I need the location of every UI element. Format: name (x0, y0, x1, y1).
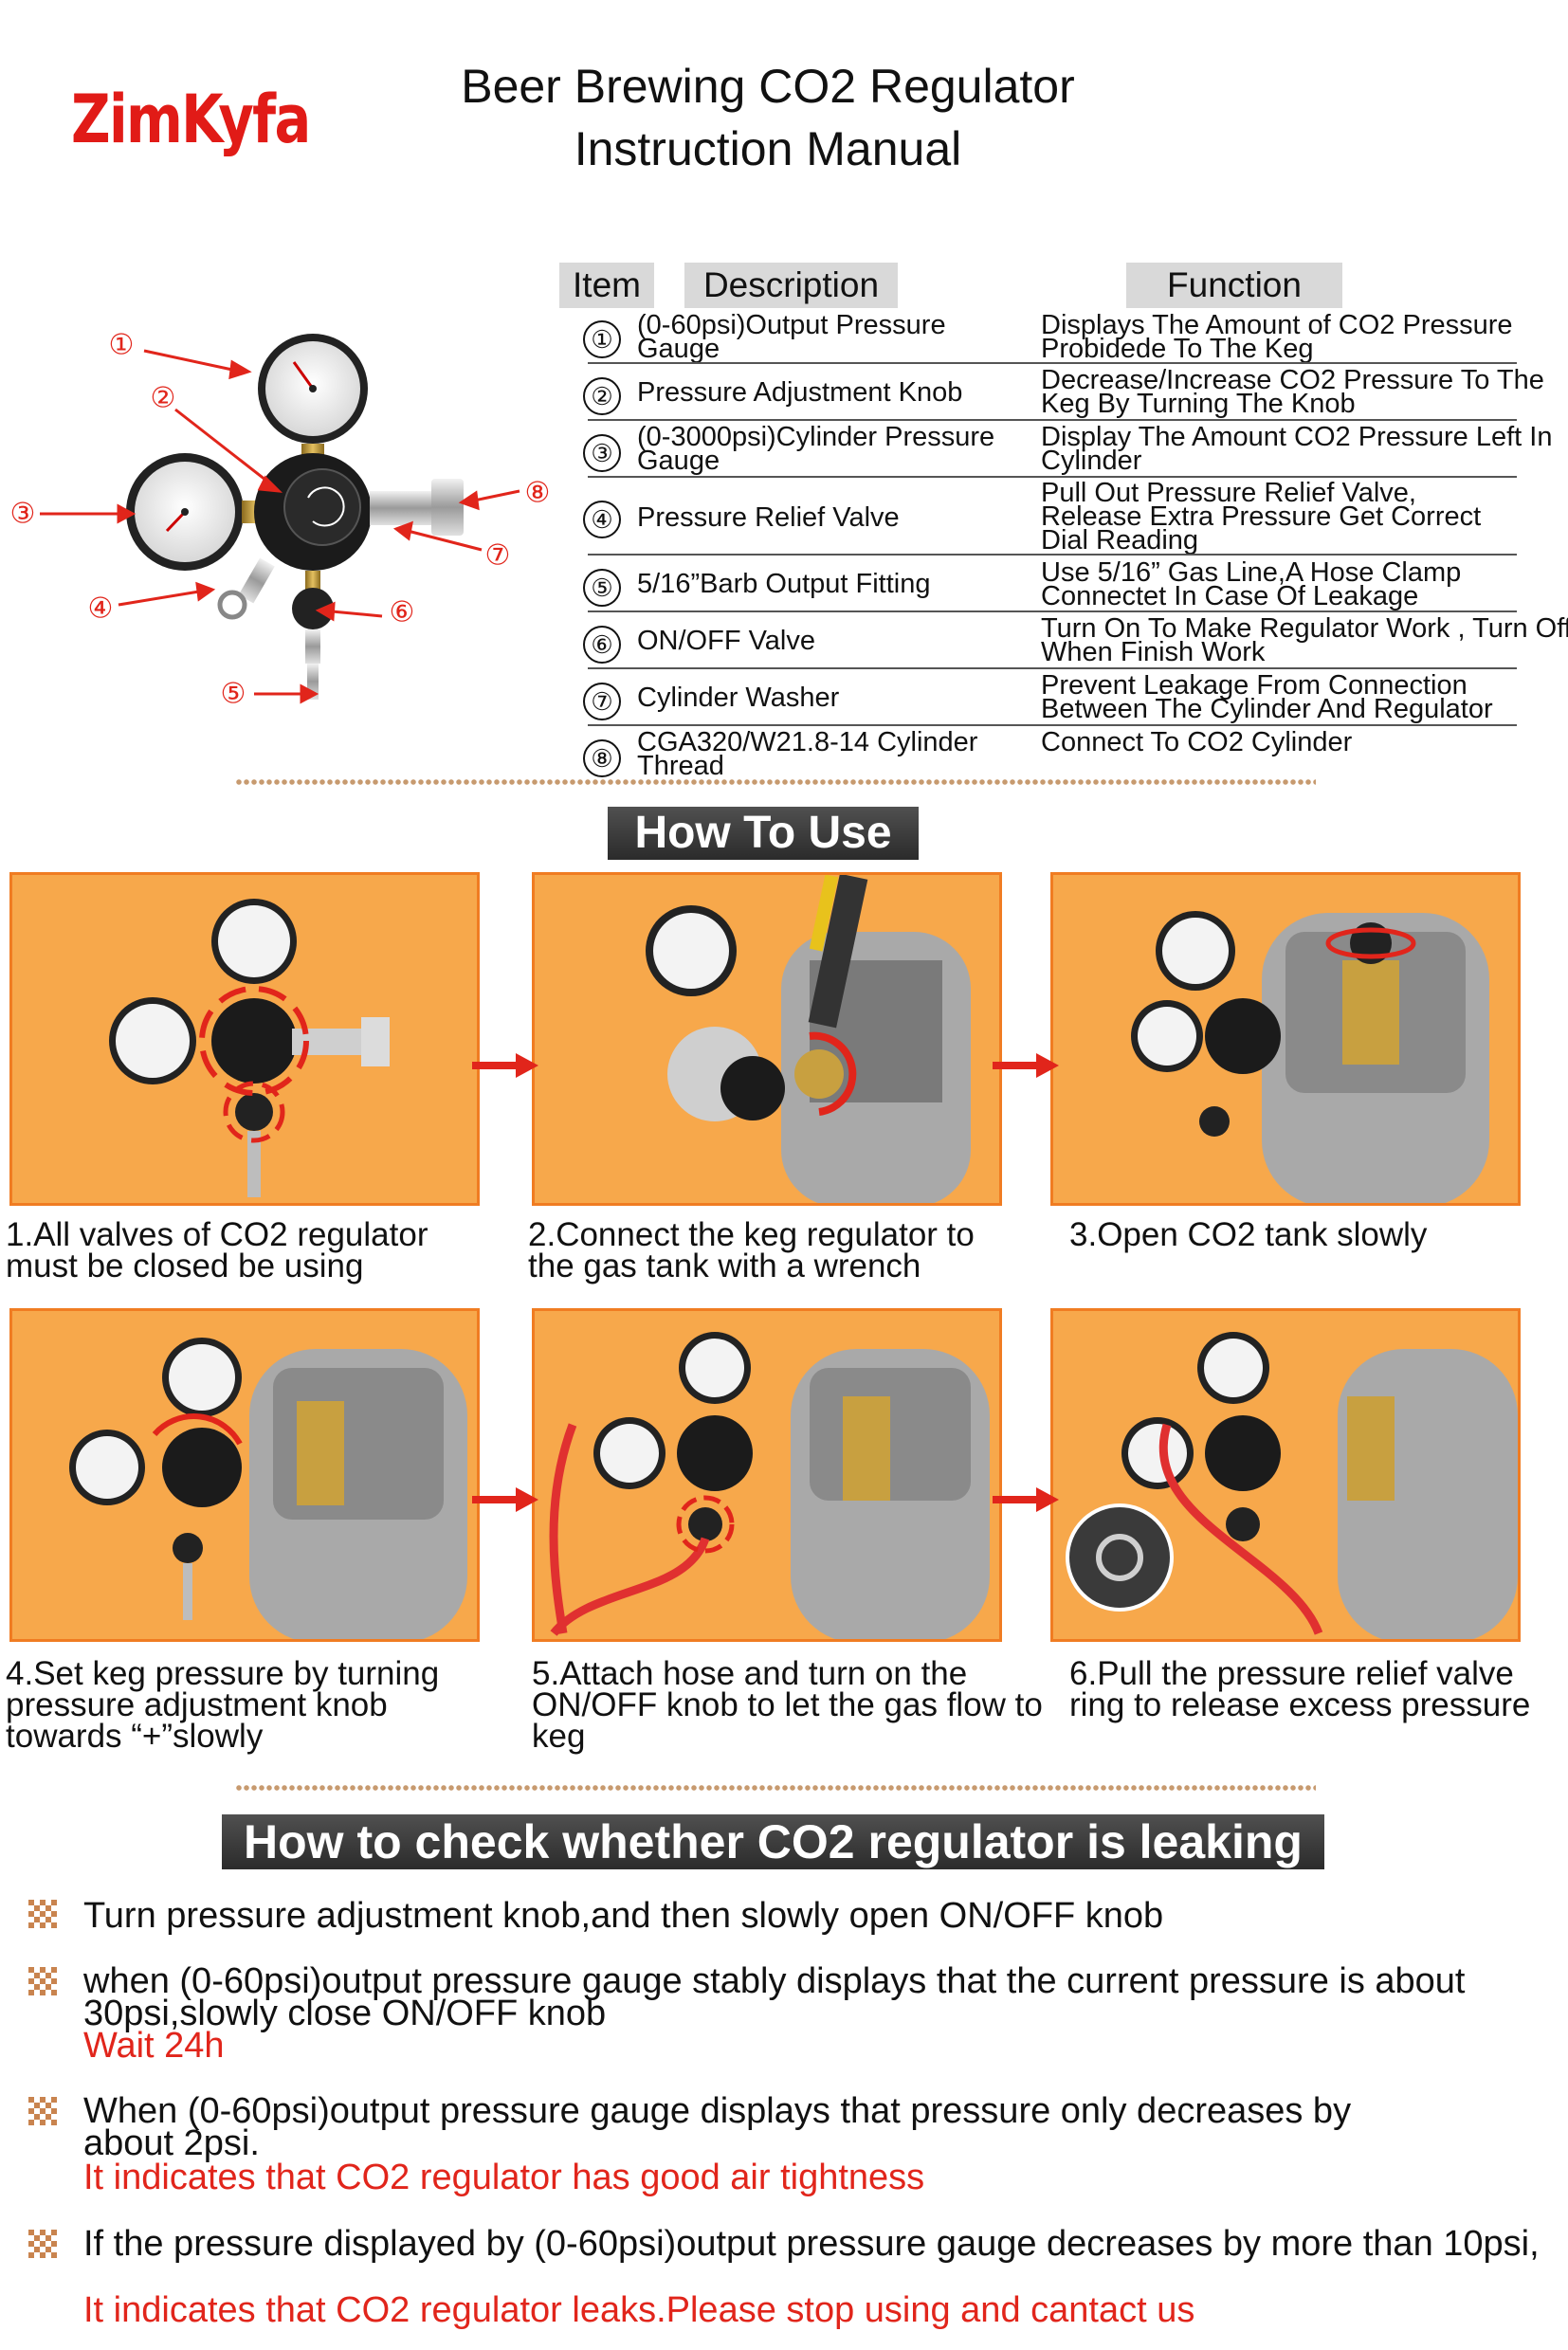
row-number: ⑦ (583, 683, 621, 720)
callout-2: ② (151, 382, 176, 415)
row-divider (588, 476, 1517, 478)
row-number: ⑥ (583, 626, 621, 664)
checker-bullet-icon (28, 2230, 57, 2258)
row-number: ⑧ (583, 739, 621, 777)
table-header-function: Function (1126, 263, 1342, 308)
table-row: ③ (0-3000psi)Cylinder Pressure Gauge Dis… (569, 423, 1568, 478)
row-function: Decrease/Increase CO2 Pressure To The Ke… (1041, 365, 1544, 419)
row-function: Turn On To Make Regulator Work , Turn Of… (1041, 613, 1568, 667)
leak-step-3-note: It indicates that CO2 regulator has good… (83, 2158, 925, 2197)
table-header-item: Item (559, 263, 654, 308)
step-4-image (9, 1308, 480, 1642)
row-number: ⑤ (583, 569, 621, 607)
table-row: ⑤ 5/16”Barb Output Fitting Use 5/16” Gas… (569, 557, 1568, 612)
row-description: (0-3000psi)Cylinder Pressure Gauge (637, 422, 995, 476)
leak-step-3: When (0-60psi)output pressure gauge disp… (83, 2091, 1352, 2163)
section-divider (235, 1784, 1316, 1792)
regulator-parts-diagram: ① ② ③ ④ ⑤ ⑥ ⑦ ⑧ (10, 329, 551, 711)
row-number: ② (583, 377, 621, 415)
red-right-arrow-icon (993, 1487, 1059, 1512)
callout-7: ⑦ (485, 539, 511, 573)
page-title-line2: Instruction Manual (574, 122, 962, 175)
row-divider (588, 667, 1517, 669)
step-6-image (1050, 1308, 1521, 1642)
row-divider (588, 554, 1517, 556)
row-divider (588, 724, 1517, 726)
callout-4: ④ (88, 592, 114, 626)
row-description: Cylinder Washer (637, 683, 840, 713)
leak-step-2-note: Wait 24h (83, 2026, 225, 2066)
row-number: ④ (583, 501, 621, 538)
callout-5: ⑤ (221, 678, 246, 711)
table-row: ② Pressure Adjustment Knob Decrease/Incr… (569, 366, 1568, 421)
step-3-image (1050, 872, 1521, 1206)
table-row: ① (0-60psi)Output Pressure Gauge Display… (569, 311, 1568, 364)
brand-logo: ZimKyfa (71, 81, 311, 158)
row-description: (0-60psi)Output Pressure Gauge (637, 310, 946, 364)
checker-bullet-icon (28, 1967, 57, 1995)
row-function: Connect To CO2 Cylinder (1041, 727, 1353, 757)
row-function: Display The Amount CO2 Pressure Left In … (1041, 422, 1553, 476)
row-number: ③ (583, 434, 621, 472)
red-right-arrow-icon (472, 1487, 538, 1512)
table-header-description: Description (684, 263, 898, 308)
step-1-image (9, 872, 480, 1206)
row-number: ① (583, 320, 621, 358)
row-description: Pressure Relief Valve (637, 502, 900, 533)
step-5-caption: 5.Attach hose and turn on the ON/OFF kno… (532, 1655, 1043, 1755)
table-row: ⑥ ON/OFF Valve Turn On To Make Regulator… (569, 614, 1568, 669)
row-divider (588, 610, 1517, 612)
leak-step-1: Turn pressure adjustment knob,and then s… (83, 1896, 1164, 1936)
step-2-image (532, 872, 1002, 1206)
table-row: ⑦ Cylinder Washer Prevent Leakage From C… (569, 671, 1568, 726)
row-function: Displays The Amount of CO2 Pressure Prob… (1041, 310, 1513, 364)
row-description: CGA320/W21.8-14 Cylinder Thread (637, 727, 978, 781)
section-divider (235, 778, 1316, 786)
red-right-arrow-icon (993, 1053, 1059, 1078)
row-function: Pull Out Pressure Relief Valve, Release … (1041, 478, 1482, 556)
step-2-caption: 2.Connect the keg regulator to the gas t… (528, 1216, 975, 1284)
row-divider (588, 362, 1517, 364)
row-divider (588, 419, 1517, 421)
step-4-caption: 4.Set keg pressure by turning pressure a… (6, 1655, 440, 1755)
how-to-use-title: How To Use (608, 807, 919, 860)
step-3-caption: 3.Open CO2 tank slowly (1069, 1216, 1428, 1253)
row-description: Pressure Adjustment Knob (637, 377, 963, 408)
row-description: ON/OFF Valve (637, 626, 815, 656)
callout-1: ① (109, 329, 135, 362)
checker-bullet-icon (28, 1900, 57, 1928)
leak-step-4: If the pressure displayed by (0-60psi)ou… (83, 2224, 1540, 2264)
row-description: 5/16”Barb Output Fitting (637, 569, 931, 599)
leak-step-4-note: It indicates that CO2 regulator leaks.Pl… (83, 2290, 1195, 2330)
step-1-caption: 1.All valves of CO2 regulator must be cl… (6, 1216, 428, 1284)
page-title-line1: Beer Brewing CO2 Regulator (461, 60, 1075, 113)
table-row: ⑧ CGA320/W21.8-14 Cylinder Thread Connec… (569, 728, 1568, 783)
callout-3: ③ (10, 498, 36, 531)
leak-step-2: when (0-60psi)output pressure gauge stab… (83, 1961, 1466, 2033)
checker-bullet-icon (28, 2097, 57, 2125)
step-6-caption: 6.Pull the pressure relief valve ring to… (1069, 1655, 1531, 1723)
step-5-image (532, 1308, 1002, 1642)
callout-6: ⑥ (390, 596, 415, 629)
red-right-arrow-icon (472, 1053, 538, 1078)
table-row: ④ Pressure Relief Valve Pull Out Pressur… (569, 480, 1568, 556)
row-function: Use 5/16” Gas Line,A Hose Clamp Connecte… (1041, 557, 1462, 611)
row-function: Prevent Leakage From Connection Between … (1041, 670, 1493, 724)
leak-check-title: How to check whether CO2 regulator is le… (222, 1814, 1324, 1869)
callout-8: ⑧ (525, 477, 551, 510)
